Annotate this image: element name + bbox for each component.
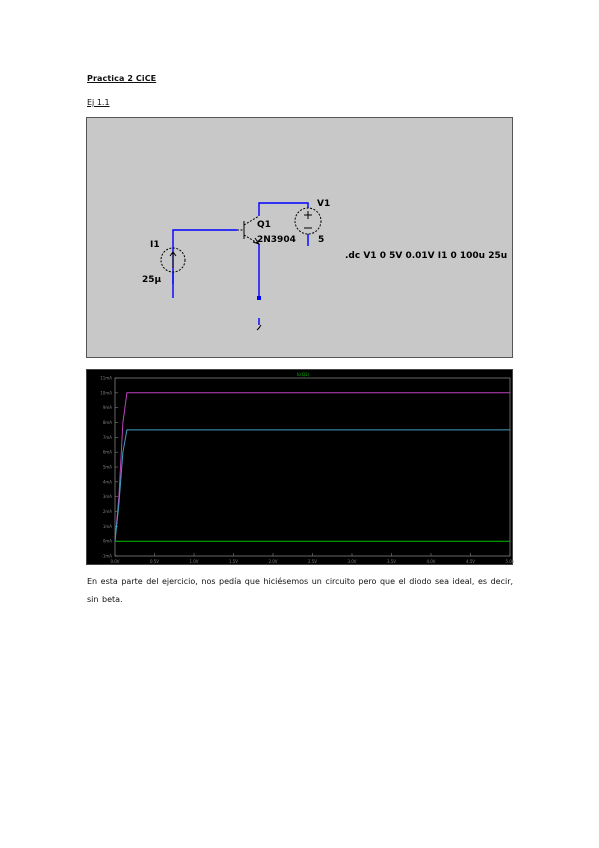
y-tick-label: 0mA <box>103 539 112 544</box>
spice-directive: .dc V1 0 5V 0.01V I1 0 100u 25u <box>345 251 507 261</box>
v1-value: 5 <box>318 235 324 245</box>
y-tick-label: -1mA <box>101 554 112 559</box>
y-tick-label: 6mA <box>103 450 112 455</box>
transistor-q1-symbol <box>237 215 261 245</box>
y-tick-label: 8mA <box>103 420 112 425</box>
x-tick-label: 2.0V <box>268 559 277 564</box>
x-tick-label: 4.0V <box>426 559 435 564</box>
y-tick-label: 3mA <box>103 494 112 499</box>
y-tick-label: 9mA <box>103 405 112 410</box>
y-tick-label: 7mA <box>103 435 112 440</box>
q1-model: 2N3904 <box>257 235 296 245</box>
x-tick-label: 5.0V <box>505 559 514 564</box>
plot-canvas: Ic(Q1) 11mA 10mA 9mA 8mA 7mA 6mA 5mA 4mA 3mA 2mA 1… <box>100 372 514 564</box>
x-tick-label: 4.5V <box>466 559 475 564</box>
waveform-plot: Ic(Q1) 11mA 10mA 9mA 8mA 7mA 6mA 5mA 4mA 3mA 2mA 1… <box>86 369 514 565</box>
y-tick-label: 5mA <box>103 465 112 470</box>
y-tick-label: 4mA <box>103 479 112 484</box>
plot-frame <box>114 377 511 557</box>
i1-value: 25µ <box>142 275 162 285</box>
series-line-2 <box>114 392 510 542</box>
y-tick-label: 1mA <box>103 524 112 529</box>
body-paragraph: En esta parte del ejercicio, nos pedía q… <box>87 577 514 604</box>
x-tick-label: 1.5V <box>229 559 238 564</box>
x-tick-label: 0.0V <box>110 559 119 564</box>
x-tick-label: 1.0V <box>189 559 198 564</box>
schematic-drawing: V1 5 Q1 2N3904 I1 25µ .dc V1 0 5V 0.01V … <box>142 199 507 331</box>
wire-junction <box>257 296 261 300</box>
x-tick-label: 3.5V <box>387 559 396 564</box>
schematic-wires <box>172 202 309 298</box>
y-tick-label: 11mA <box>100 376 112 381</box>
series-line-3 <box>114 429 510 542</box>
trace-label: Ic(Q1) <box>297 372 310 377</box>
v1-label: V1 <box>317 199 330 209</box>
ground-icon <box>256 318 262 331</box>
ltspice-schematic: V1 5 Q1 2N3904 I1 25µ .dc V1 0 5V 0.01V … <box>86 117 513 358</box>
y-tick-label: 2mA <box>103 509 112 514</box>
x-tick-label: 0.5V <box>150 559 159 564</box>
x-tick-label: 3.0V <box>347 559 356 564</box>
exercise-heading: Ej 1.1 <box>87 98 110 107</box>
current-source-i1-symbol <box>160 247 186 273</box>
document-title: Practica 2 CiCE <box>87 74 157 83</box>
x-tick-label: 2.5V <box>308 559 317 564</box>
q1-label: Q1 <box>257 220 271 230</box>
y-tick-label: 10mA <box>100 390 112 395</box>
voltage-source-v1-symbol <box>294 207 322 235</box>
i1-label: I1 <box>150 240 160 250</box>
